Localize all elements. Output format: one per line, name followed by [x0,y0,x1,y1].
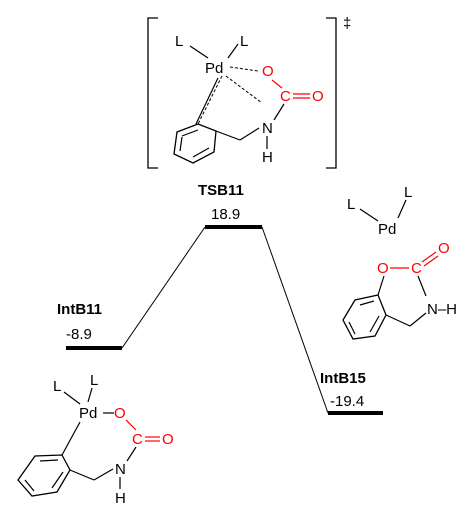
intb15-carbonyl-oxygen: O [438,240,450,257]
intb11-oxygen-2: O [162,431,174,448]
ts-ligand-left: L [175,33,183,50]
intb11-ligand-left: L [53,378,61,395]
intb15-structure: L L Pd O C O N–H [342,184,457,340]
state-label-tsb11: TSB11 [198,182,244,199]
energy-value-intb11: -8.9 [66,326,92,343]
intb15-ligand-left: L [347,196,355,213]
ts-structure: ‡ L L Pd O C O N H [147,15,351,169]
intb15-nitrogen-h: N–H [427,301,457,318]
connector-tsb11-intb15 [261,226,329,414]
ts-palladium: Pd [205,60,223,77]
intb11-palladium: Pd [79,405,97,422]
intb11-structure: L L Pd O C O N H [17,372,174,507]
ts-ligand-right: L [240,33,248,50]
intb15-carbonyl-carbon: C [411,260,422,277]
intb15-palladium: Pd [378,221,396,238]
ts-oxygen-2: O [312,88,324,105]
left-bracket [147,17,158,169]
intb11-carbon: C [132,431,143,448]
ts-double-dagger: ‡ [343,15,351,32]
connector-intb11-tsb11 [121,226,206,349]
intb11-hydrogen: H [115,490,126,507]
intb15-ring-oxygen: O [377,260,389,277]
ts-oxygen-1: O [262,63,274,80]
intb11-nitrogen: N [115,461,126,478]
intb11-oxygen-1: O [114,405,126,422]
state-label-intb11: IntB11 [57,301,102,318]
energy-value-intb15: -19.4 [330,393,364,410]
intb15-ligand-right: L [404,184,412,201]
intb11-ligand-right: L [90,372,98,389]
energy-levels: IntB11 -8.9 TSB11 18.9 IntB15 -19.4 [57,182,383,415]
ts-nitrogen: N [262,120,273,137]
ts-carbon: C [280,88,291,105]
ts-hydrogen: H [262,149,273,166]
energy-value-tsb11: 18.9 [211,206,240,223]
right-bracket [326,17,337,169]
state-label-intb15: IntB15 [320,370,366,387]
